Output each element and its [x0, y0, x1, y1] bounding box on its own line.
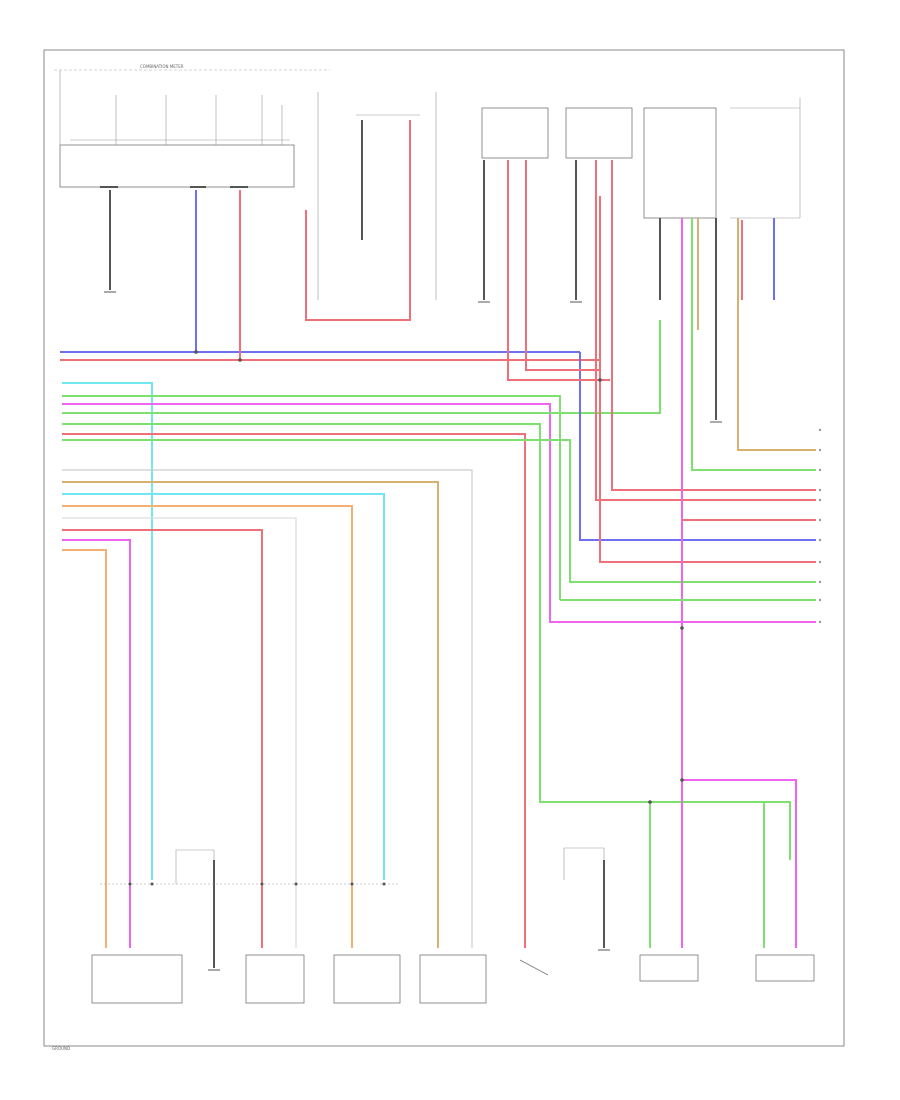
left-front-door-lock-box [91, 954, 183, 1004]
back-door-lock-box [419, 954, 487, 1004]
rear-door-switch-box [643, 107, 717, 219]
bottom-components [91, 954, 815, 1004]
left-front-door-switch-box [481, 107, 549, 159]
diagram-frame [43, 49, 845, 1047]
footer-label: GROUND [52, 1046, 70, 1051]
terminal-marks [818, 428, 822, 624]
right-front-door-switch-box [565, 107, 633, 159]
meter-drops [109, 120, 717, 968]
combination-meter-box [59, 144, 295, 188]
ground-symbols [104, 291, 722, 971]
right-rear-door-lock-box-2 [755, 954, 815, 982]
left-rear-door-lock-box [639, 954, 699, 982]
bus-wires [60, 320, 816, 948]
junction-dots [128, 350, 684, 886]
right-side-wires [507, 160, 816, 948]
right-rear-door-lock-box [333, 954, 401, 1004]
passenger-door-lock-box [245, 954, 305, 1004]
meter-header-label: COMBINATION METER [140, 64, 184, 69]
